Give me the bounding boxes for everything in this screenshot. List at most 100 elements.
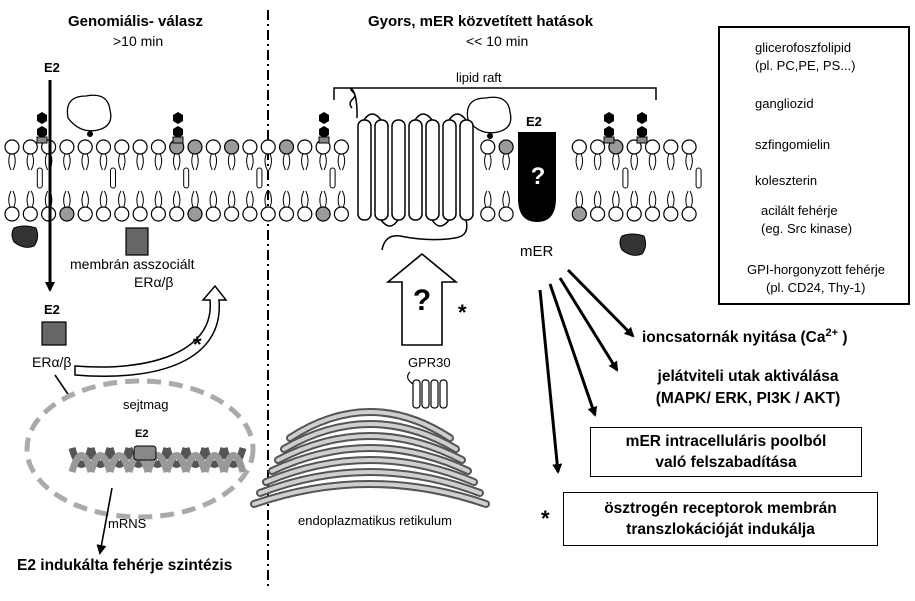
lipid-head-upper	[663, 139, 679, 155]
lipid-head-upper	[22, 139, 38, 155]
ganglioside-head	[319, 126, 329, 138]
lipid-tail-upper	[630, 153, 638, 171]
lipid-head-upper	[205, 139, 221, 155]
lipid-head-upper	[589, 139, 606, 155]
effect-translocation-box: ösztrogén receptorok membrán transzlokác…	[563, 492, 878, 546]
lipid-head-upper	[278, 139, 295, 155]
lipid-tail-upper	[118, 153, 126, 171]
star-translocation: *	[541, 506, 550, 531]
lipid-head-upper	[4, 139, 20, 155]
ganglioside-head	[173, 126, 183, 138]
lipid-tail-lower	[502, 190, 510, 208]
lipid-head-lower	[681, 206, 697, 222]
lipid-head-lower	[4, 206, 20, 222]
right-header-subtitle: << 10 min	[466, 33, 529, 49]
lipid-head-lower	[333, 206, 349, 222]
lipid-tail-lower	[685, 190, 693, 208]
lipid-head-lower	[626, 206, 642, 222]
cholesterol-molecule	[622, 167, 629, 189]
lipid-head-upper	[681, 139, 697, 155]
lipid-tail-lower	[227, 190, 236, 208]
endoplasmic-reticulum-label: endoplazmatikus retikulum	[298, 513, 452, 528]
mrns-label: mRNS	[108, 516, 147, 531]
lipid-head-lower	[315, 206, 331, 222]
lipid-tail-lower	[319, 190, 327, 208]
right-header-title: Gyors, mER közvetített hatások	[368, 13, 594, 30]
er-cisterna-lumen	[270, 446, 470, 473]
mrna-arrow	[96, 487, 113, 555]
cholesterol-molecule	[183, 167, 190, 189]
lipid-head-lower	[169, 206, 185, 222]
membrane-er-label-line2: ERα/β	[134, 274, 174, 290]
lipid-head-upper	[59, 139, 75, 155]
lipid-head-upper	[480, 139, 496, 155]
lipid-tail-upper	[319, 153, 327, 171]
gpr30-receptor-membrane	[349, 87, 474, 251]
gpr30-question-mark: ?	[412, 284, 432, 317]
effect-signal-line1: jelátviteli utak aktiválása	[657, 368, 839, 385]
ganglioside-base	[172, 136, 184, 144]
lipid-head-lower	[95, 206, 112, 222]
lipid-tail-upper	[264, 153, 272, 171]
e2-label-top: E2	[44, 60, 60, 75]
lipid-tail-upper	[227, 153, 236, 171]
endoplasmic-reticulum-shape	[250, 408, 490, 508]
lipid-head-upper	[333, 139, 349, 155]
lipid-head-upper	[224, 139, 240, 155]
er-cisterna-lumen	[276, 434, 464, 462]
er-ab-label: ERα/β	[32, 354, 72, 370]
lipid-tail-upper	[63, 153, 71, 171]
er-ab-receptor-shape	[41, 321, 67, 346]
lipid-head-lower	[150, 206, 166, 222]
lipid-tail-lower	[118, 190, 126, 208]
mer-label: mER	[520, 243, 554, 260]
legend-acyl-1: acilált fehérje	[761, 203, 838, 218]
cholesterol-molecule	[36, 167, 43, 189]
lipid-head-lower	[278, 206, 295, 222]
lipid-raft-bracket	[333, 87, 657, 100]
gpr30-hollow-up-arrow	[385, 252, 459, 346]
lipid-tail-lower	[172, 190, 181, 208]
lipid-head-lower	[59, 206, 75, 222]
lipid-tail-upper	[8, 153, 16, 171]
lipid-head-lower	[22, 206, 38, 222]
ganglioside-head	[37, 112, 47, 124]
lipid-head-lower	[132, 206, 148, 222]
lipid-tail-lower	[630, 190, 638, 208]
effect-arrow-transloc	[538, 289, 563, 474]
lipid-head-lower	[608, 206, 624, 222]
ganglioside-head	[604, 126, 614, 138]
er-cisterna-lumen	[264, 458, 476, 484]
effect-signal-line2: (MAPK/ ERK, PI3K / AKT)	[655, 390, 841, 407]
curved-hollow-arrow	[74, 284, 228, 377]
lipid-tail-upper	[301, 153, 309, 171]
lipid-tail-lower	[154, 190, 163, 208]
lipid-tail-lower	[264, 190, 272, 208]
lipid-tail-upper	[612, 153, 620, 171]
e2-dna-bound-receptor	[133, 445, 157, 461]
lipid-head-lower	[297, 206, 313, 222]
lipid-head-lower	[114, 206, 130, 222]
ganglioside-base	[603, 136, 615, 144]
er-cisterna-lumen	[252, 482, 488, 506]
lipid-head-lower	[242, 206, 258, 222]
gpi-protein	[466, 96, 512, 134]
lipid-head-lower	[498, 206, 514, 222]
lipid-tail-lower	[136, 190, 144, 208]
ganglioside-head	[637, 126, 647, 138]
lipid-head-lower	[644, 206, 661, 222]
acylated-protein	[619, 233, 647, 256]
effect-release-box: mER intracelluláris poolból való felszab…	[590, 427, 862, 477]
effect-release-line2: való felszabadítása	[655, 454, 797, 471]
lipid-head-lower	[663, 206, 679, 222]
legend-acyl-2: (eg. Src kinase)	[761, 221, 853, 236]
lipid-head-upper	[644, 139, 661, 155]
lipid-head-lower	[224, 206, 240, 222]
er-cisterna-lumen	[282, 422, 458, 451]
gpi-anchor	[487, 133, 493, 139]
lipid-tail-upper	[484, 153, 492, 171]
membrane-er-shape	[125, 227, 149, 256]
e2-label-cytoplasm: E2	[44, 302, 60, 317]
legend-chol: koleszterin	[755, 173, 818, 188]
